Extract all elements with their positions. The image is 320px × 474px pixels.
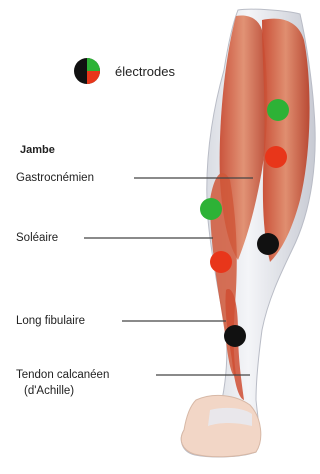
label-long-fibulaire: Long fibulaire [16,314,85,328]
electrode-legend-icon [74,58,100,84]
electrode-5 [210,251,232,273]
electrode-2 [265,146,287,168]
section-title: Jambe [20,144,55,156]
label-tendon-calcaneen: Tendon calcanéen [16,368,109,382]
electrode-1 [267,99,289,121]
electrode-3 [200,198,222,220]
electrode-6 [224,325,246,347]
label-gastrocnemien: Gastrocnémien [16,171,94,185]
foot [181,395,261,456]
label-soleaire: Soléaire [16,231,58,245]
electrode-4 [257,233,279,255]
label-tendon-calcaneen-sub: (d'Achille) [24,384,74,398]
legend-label: électrodes [115,64,175,79]
